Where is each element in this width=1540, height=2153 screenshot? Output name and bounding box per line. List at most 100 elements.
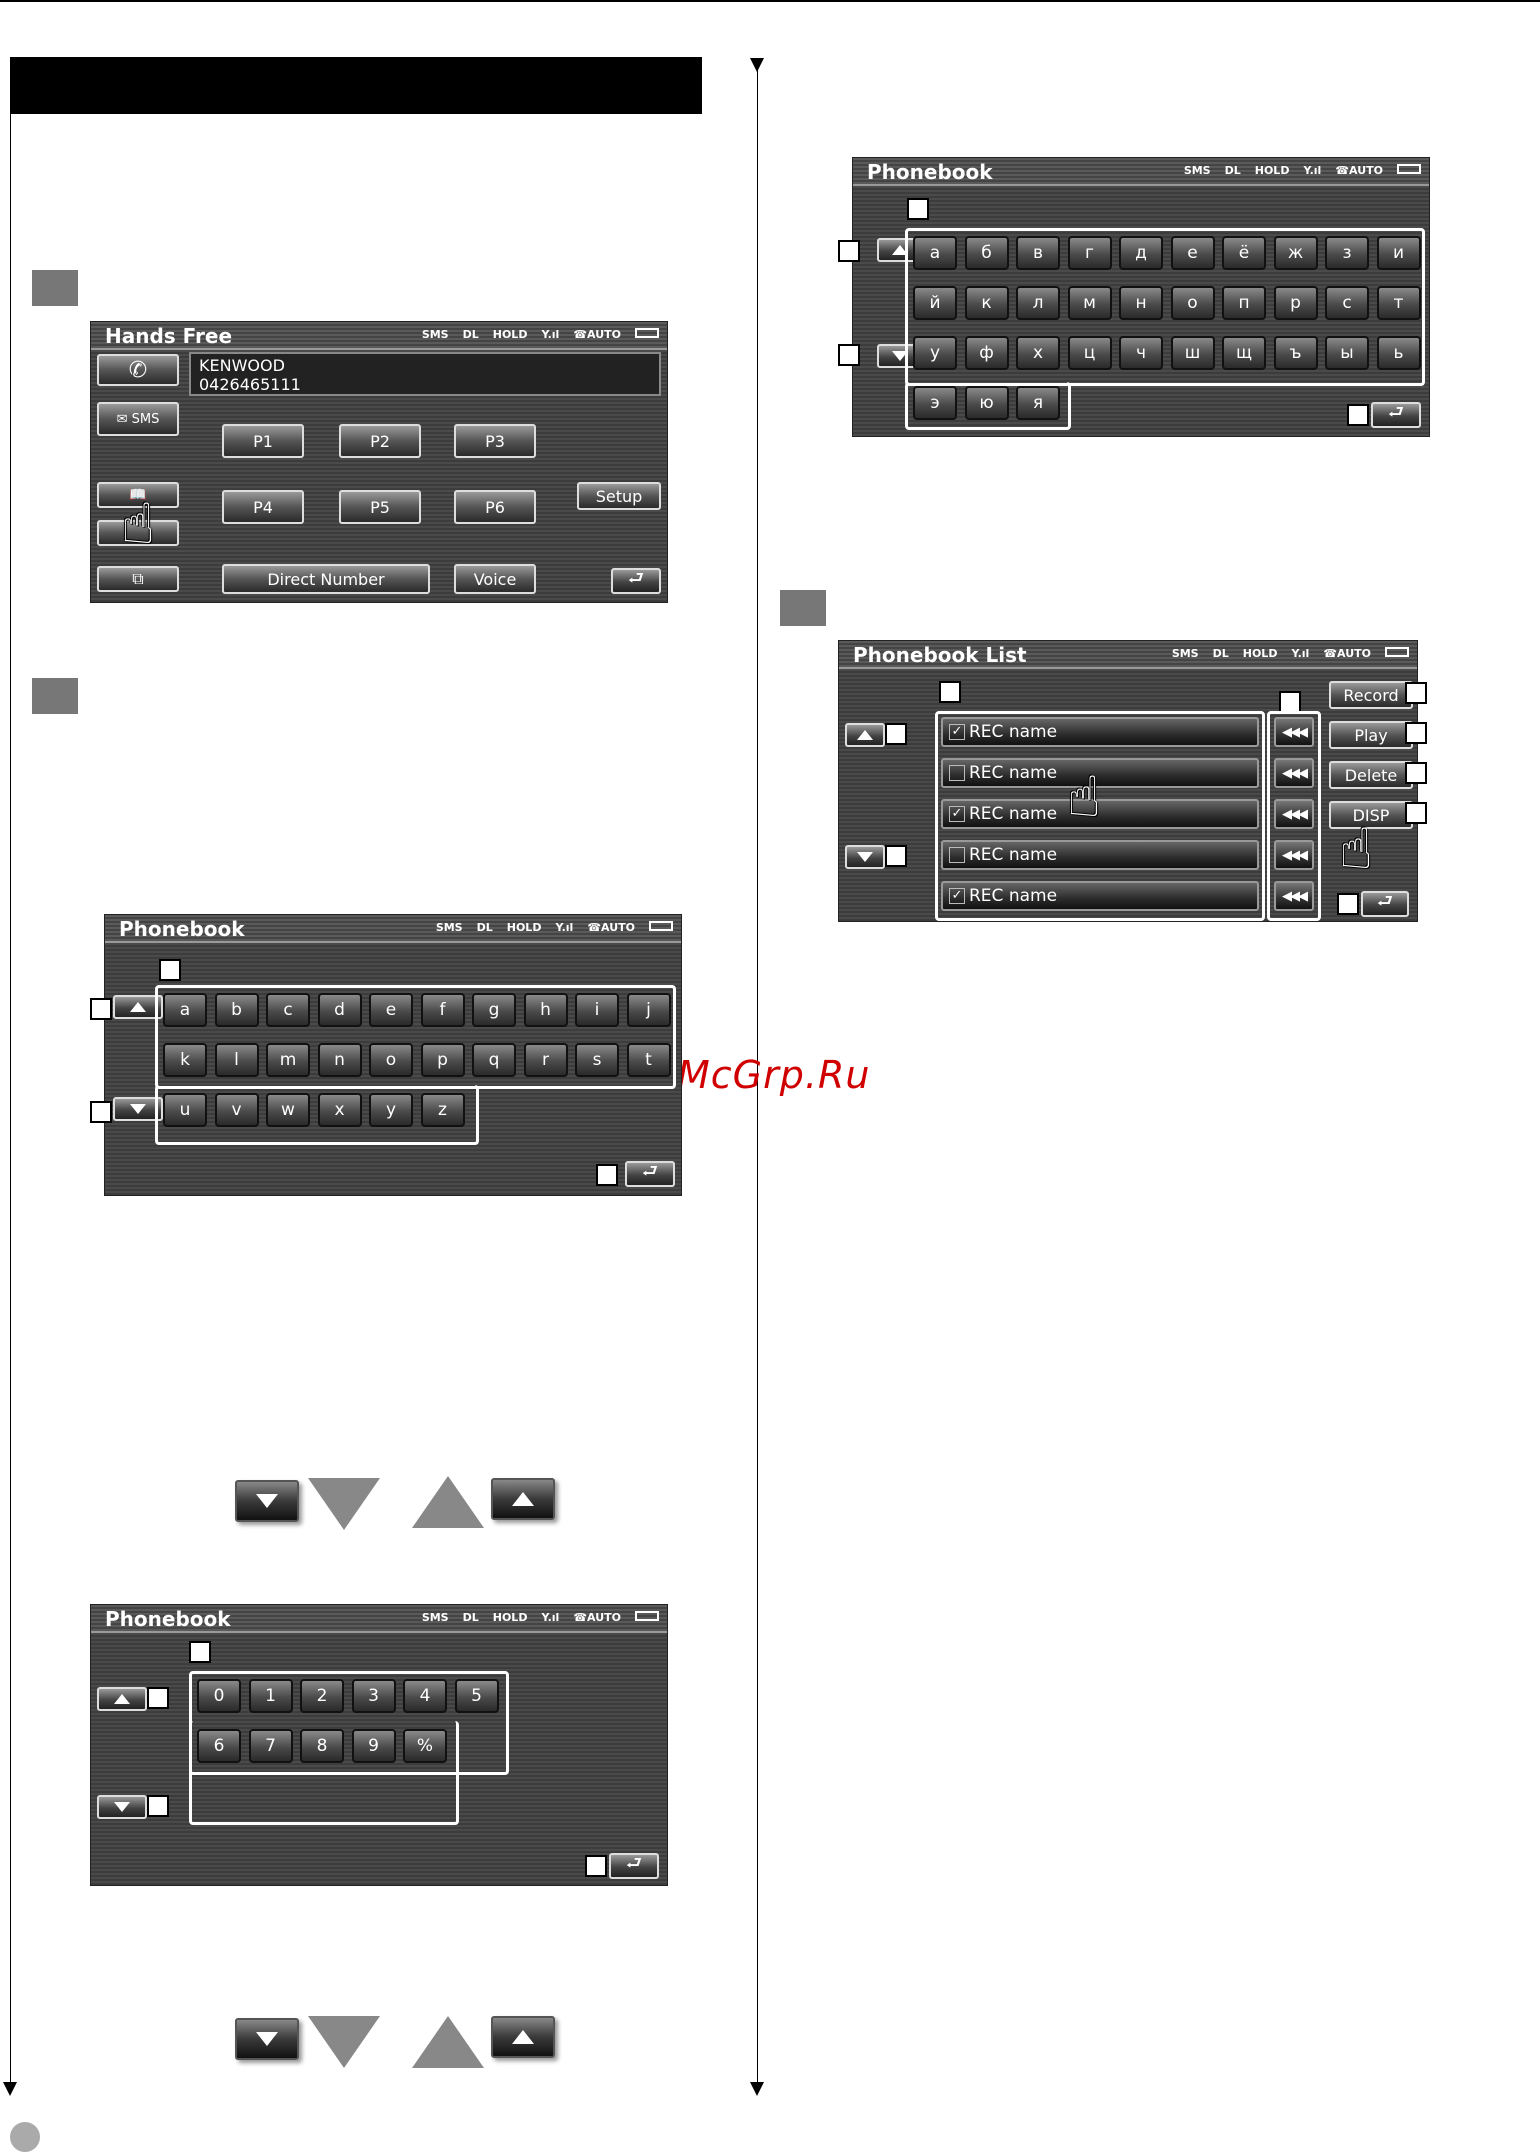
return-button[interactable]: ⮐ bbox=[611, 568, 661, 594]
key-button[interactable]: r bbox=[523, 1043, 568, 1077]
preset-button-p4[interactable]: P4 bbox=[222, 490, 304, 524]
key-button[interactable]: h bbox=[523, 993, 568, 1027]
key-button[interactable]: ш bbox=[1170, 336, 1215, 370]
key-button[interactable]: j bbox=[626, 993, 671, 1027]
key-button[interactable]: н bbox=[1119, 286, 1163, 320]
scroll-up-button[interactable] bbox=[97, 1687, 147, 1711]
key-button[interactable]: и bbox=[1376, 236, 1421, 270]
key-button[interactable]: i bbox=[575, 993, 619, 1027]
preset-button-p5[interactable]: P5 bbox=[339, 490, 421, 524]
unchecked-checkbox-icon[interactable] bbox=[949, 847, 965, 863]
key-button[interactable]: p bbox=[420, 1043, 465, 1077]
key-button[interactable]: w bbox=[266, 1093, 310, 1127]
list-item[interactable]: ✓REC name bbox=[941, 717, 1259, 747]
key-button[interactable]: z bbox=[420, 1093, 465, 1127]
key-button[interactable]: 4 bbox=[403, 1679, 447, 1713]
scroll-down-button[interactable] bbox=[97, 1795, 147, 1819]
key-button[interactable]: з bbox=[1325, 236, 1369, 270]
key-button[interactable]: n bbox=[317, 1043, 362, 1077]
key-button[interactable]: x bbox=[317, 1093, 362, 1127]
return-button[interactable]: ⮐ bbox=[609, 1853, 659, 1879]
return-button[interactable]: ⮐ bbox=[625, 1161, 675, 1187]
key-button[interactable]: э bbox=[913, 386, 957, 420]
key-button[interactable]: % bbox=[403, 1729, 447, 1763]
key-button[interactable]: а bbox=[913, 236, 957, 270]
key-button[interactable]: м bbox=[1067, 286, 1112, 320]
key-button[interactable]: г bbox=[1067, 236, 1112, 270]
key-button[interactable]: 9 bbox=[351, 1729, 396, 1763]
delete-button[interactable]: Delete bbox=[1329, 761, 1413, 789]
key-button[interactable]: m bbox=[266, 1043, 310, 1077]
play-button[interactable]: Play bbox=[1329, 721, 1413, 749]
key-button[interactable]: v bbox=[214, 1093, 259, 1127]
key-button[interactable]: u bbox=[163, 1093, 207, 1127]
scroll-down-button[interactable] bbox=[113, 1097, 163, 1121]
key-button[interactable]: q bbox=[472, 1043, 516, 1077]
key-button[interactable]: й bbox=[913, 286, 957, 320]
record-button[interactable]: Record bbox=[1329, 681, 1413, 709]
sms-button[interactable]: ✉ SMS bbox=[97, 402, 179, 436]
play-entry-button[interactable]: ◀◀◀ bbox=[1274, 840, 1314, 870]
setup-button[interactable]: Setup bbox=[577, 482, 661, 510]
key-button[interactable]: 3 bbox=[351, 1679, 396, 1713]
list-item[interactable]: REC name bbox=[941, 758, 1259, 788]
key-button[interactable]: с bbox=[1325, 286, 1369, 320]
key-button[interactable]: 1 bbox=[248, 1679, 293, 1713]
checked-checkbox-icon[interactable]: ✓ bbox=[949, 888, 965, 904]
key-button[interactable]: c bbox=[266, 993, 310, 1027]
key-button[interactable]: a bbox=[163, 993, 207, 1027]
call-history-button[interactable] bbox=[97, 520, 179, 546]
scroll-up-button[interactable] bbox=[845, 723, 885, 747]
play-entry-button[interactable]: ◀◀◀ bbox=[1274, 881, 1314, 911]
key-button[interactable]: b bbox=[214, 993, 259, 1027]
key-button[interactable]: g bbox=[472, 993, 516, 1027]
key-button[interactable]: o bbox=[369, 1043, 413, 1077]
key-button[interactable]: я bbox=[1016, 386, 1060, 420]
play-entry-button[interactable]: ◀◀◀ bbox=[1274, 717, 1314, 747]
play-entry-button[interactable]: ◀◀◀ bbox=[1274, 799, 1314, 829]
checked-checkbox-icon[interactable]: ✓ bbox=[949, 724, 965, 740]
phonebook-button[interactable]: 📖 bbox=[97, 482, 179, 508]
key-button[interactable]: о bbox=[1170, 286, 1215, 320]
key-button[interactable]: ы bbox=[1325, 336, 1369, 370]
preset-button-p2[interactable]: P2 bbox=[339, 424, 421, 458]
preset-button-p3[interactable]: P3 bbox=[454, 424, 536, 458]
preset-button-p1[interactable]: P1 bbox=[222, 424, 304, 458]
redial-button[interactable]: ⧉ bbox=[97, 566, 179, 592]
key-button[interactable]: ё bbox=[1222, 236, 1266, 270]
return-button[interactable]: ⮐ bbox=[1371, 402, 1421, 428]
key-button[interactable]: ъ bbox=[1273, 336, 1318, 370]
voice-button[interactable]: Voice bbox=[454, 564, 536, 594]
key-button[interactable]: к bbox=[964, 286, 1009, 320]
key-button[interactable]: т bbox=[1376, 286, 1421, 320]
key-button[interactable]: ж bbox=[1273, 236, 1318, 270]
key-button[interactable]: щ bbox=[1222, 336, 1266, 370]
key-button[interactable]: 6 bbox=[197, 1729, 241, 1763]
key-button[interactable]: б bbox=[964, 236, 1009, 270]
key-button[interactable]: е bbox=[1170, 236, 1215, 270]
unchecked-checkbox-icon[interactable] bbox=[949, 765, 965, 781]
key-button[interactable]: ц bbox=[1067, 336, 1112, 370]
key-button[interactable]: k bbox=[163, 1043, 207, 1077]
key-button[interactable]: п bbox=[1222, 286, 1266, 320]
key-button[interactable]: 0 bbox=[197, 1679, 241, 1713]
scroll-up-button[interactable] bbox=[113, 995, 163, 1019]
list-item[interactable]: ✓REC name bbox=[941, 799, 1259, 829]
key-button[interactable]: d bbox=[317, 993, 362, 1027]
key-button[interactable]: f bbox=[420, 993, 465, 1027]
key-button[interactable]: л bbox=[1016, 286, 1060, 320]
key-button[interactable]: l bbox=[214, 1043, 259, 1077]
checked-checkbox-icon[interactable]: ✓ bbox=[949, 806, 965, 822]
key-button[interactable]: 7 bbox=[248, 1729, 293, 1763]
list-item[interactable]: ✓REC name bbox=[941, 881, 1259, 911]
play-entry-button[interactable]: ◀◀◀ bbox=[1274, 758, 1314, 788]
key-button[interactable]: e bbox=[369, 993, 413, 1027]
key-button[interactable]: ф bbox=[964, 336, 1009, 370]
scroll-down-button[interactable] bbox=[845, 845, 885, 869]
preset-button-p6[interactable]: P6 bbox=[454, 490, 536, 524]
key-button[interactable]: ю bbox=[964, 386, 1009, 420]
key-button[interactable]: 5 bbox=[454, 1679, 499, 1713]
direct-number-button[interactable]: Direct Number bbox=[222, 564, 430, 594]
key-button[interactable]: t bbox=[626, 1043, 671, 1077]
key-button[interactable]: д bbox=[1119, 236, 1163, 270]
